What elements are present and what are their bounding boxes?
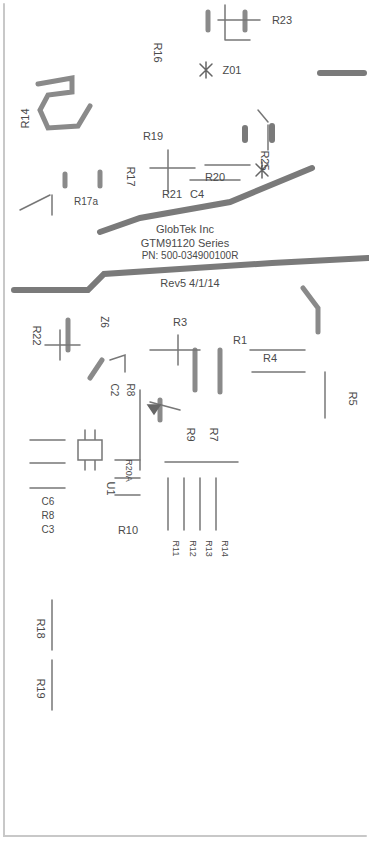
part-label: C4: [190, 189, 204, 200]
board-outline: [4, 4, 366, 836]
part-label: Z6: [99, 316, 109, 328]
part-label: R1: [233, 335, 247, 346]
part-label: Z01: [223, 65, 242, 76]
part-label: R14: [20, 108, 31, 128]
part-label: U1: [105, 481, 116, 495]
part-label: R14: [219, 540, 228, 557]
part-label: R20: [205, 172, 225, 183]
part-label: R16: [152, 42, 163, 62]
part-label: R20A: [123, 459, 132, 482]
part-label: GTM91120 Series: [141, 238, 229, 249]
part-label: R17: [125, 166, 136, 186]
part-label: R7: [208, 427, 219, 441]
part-label: R12: [187, 540, 196, 557]
part-label: R19: [35, 678, 46, 698]
part-label: C2: [109, 384, 119, 397]
copper-trace: [14, 73, 368, 290]
part-label: GlobTek Inc: [156, 224, 214, 235]
part-label: R19: [143, 131, 163, 142]
part-label: R21: [162, 189, 182, 200]
part-label: R13: [203, 540, 212, 557]
part-label: Rev5 4/1/14: [160, 278, 219, 289]
part-label: R4: [263, 353, 277, 364]
part-label: R11: [172, 540, 181, 556]
part-label: PN: 500-034900100R: [142, 251, 239, 261]
part-label: R22: [31, 325, 42, 345]
part-label: R8: [42, 511, 55, 521]
part-label: R10: [118, 525, 138, 536]
resistor-symbol: [38, 12, 318, 420]
part-label: R8: [125, 384, 135, 397]
part-label: C6: [42, 497, 55, 507]
part-label: C3: [42, 525, 55, 535]
part-label: R25: [259, 150, 270, 170]
part-label: R3: [173, 317, 187, 328]
silkscreen-line: [20, 5, 325, 710]
part-label: R9: [185, 427, 196, 441]
part-label: R17a: [74, 197, 98, 207]
part-label: R18: [35, 618, 46, 638]
part-label: R5: [347, 391, 358, 405]
part-label: R23: [272, 15, 292, 26]
